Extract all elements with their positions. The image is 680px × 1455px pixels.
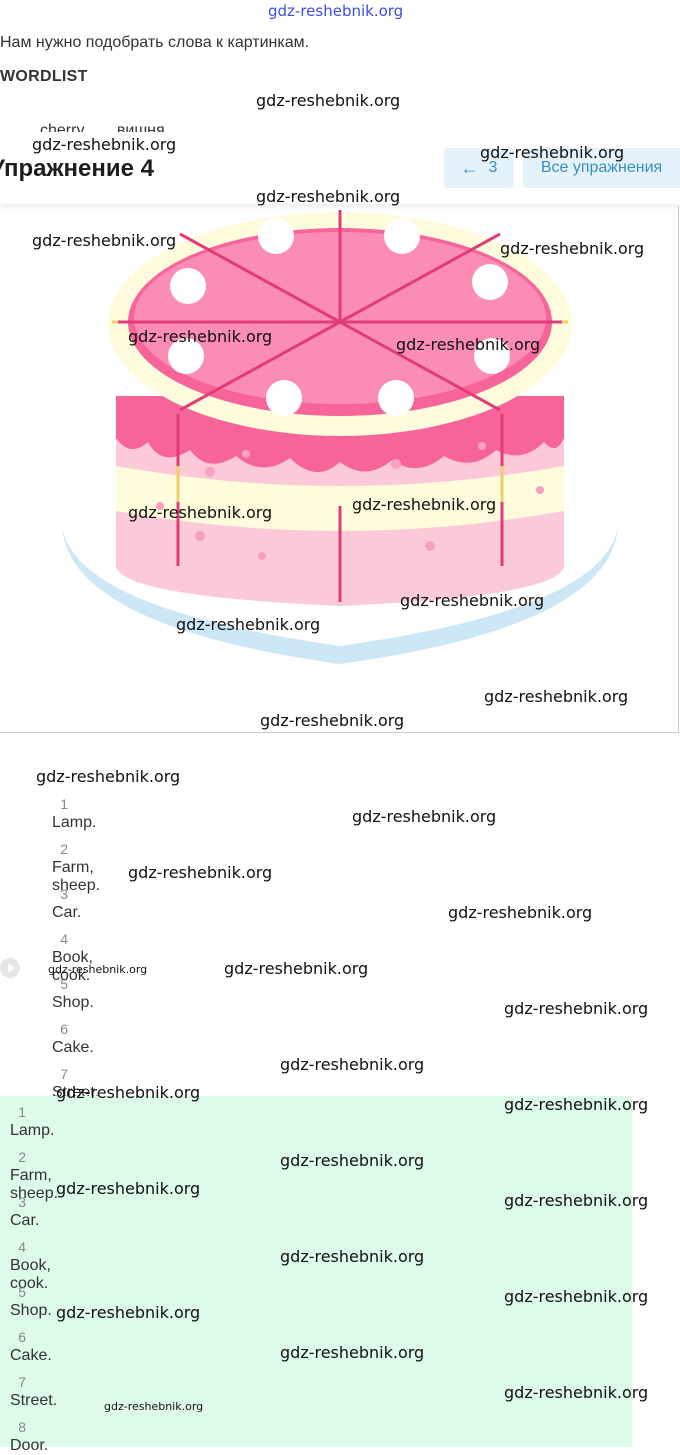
watermark: gdz-reshebnik.org	[504, 1287, 649, 1306]
list-item: 4Book, cook.	[10, 1239, 51, 1293]
wordlist-word: cherry	[40, 122, 85, 132]
page-title: Упражнение 4	[0, 155, 154, 182]
watermark: gdz-reshebnik.org	[480, 143, 625, 162]
prev-exercise-button[interactable]: ← 3	[444, 148, 514, 188]
watermark: gdz-reshebnik.org	[32, 231, 177, 250]
item-number: 4	[18, 1239, 26, 1255]
watermark: gdz-reshebnik.org	[280, 1151, 425, 1170]
watermark: gdz-reshebnik.org	[280, 1055, 425, 1074]
watermark: gdz-reshebnik.org	[128, 503, 273, 522]
watermark: gdz-reshebnik.org	[504, 1383, 649, 1402]
watermark: gdz-reshebnik.org	[48, 963, 148, 976]
watermark: gdz-reshebnik.org	[504, 1191, 649, 1210]
item-text: Shop.	[52, 994, 94, 1011]
cake-illustration	[0, 206, 679, 733]
item-text: Lamp.	[10, 1122, 55, 1139]
list-item: 1Lamp.	[52, 796, 96, 832]
list-item: 3Car.	[10, 1194, 39, 1230]
item-number: 5	[60, 976, 68, 992]
item-number: 7	[60, 1066, 68, 1082]
prev-exercise-label: 3	[488, 159, 498, 176]
item-number: 7	[18, 1374, 26, 1390]
item-text: Shop.	[10, 1302, 52, 1319]
exercise-header: Упражнение 4 ← 3 Все упражнения	[0, 140, 680, 204]
watermark: gdz-reshebnik.org	[280, 1247, 425, 1266]
list-item: 8Door.	[10, 1419, 48, 1455]
watermark: gdz-reshebnik.org	[352, 807, 497, 826]
list-item: 6Cake.	[52, 1021, 94, 1057]
list-item: 5Shop.	[52, 976, 94, 1012]
item-number: 8	[18, 1419, 26, 1435]
list-item: 2Farm, sheep.	[10, 1149, 58, 1203]
list-item: 4Book, cook.	[52, 931, 93, 985]
item-number: 6	[60, 1021, 68, 1037]
watermark: gdz-reshebnik.org	[104, 1400, 204, 1413]
watermark: gdz-reshebnik.org	[260, 711, 405, 730]
item-text: Door.	[10, 1437, 49, 1454]
watermark: gdz-reshebnik.org	[504, 1095, 649, 1114]
play-icon[interactable]	[0, 958, 20, 978]
item-number: 3	[18, 1194, 26, 1210]
item-number: 1	[60, 796, 68, 812]
watermark-top: gdz-reshebnik.org	[268, 2, 404, 20]
watermark: gdz-reshebnik.org	[448, 903, 593, 922]
cake-image	[62, 210, 618, 664]
watermark: gdz-reshebnik.org	[256, 187, 401, 206]
watermark: gdz-reshebnik.org	[128, 327, 273, 346]
item-text: Cake.	[10, 1347, 52, 1364]
watermark: gdz-reshebnik.org	[56, 1303, 201, 1322]
watermark: gdz-reshebnik.org	[484, 687, 629, 706]
item-text: Lamp.	[52, 814, 97, 831]
item-number: 2	[60, 841, 68, 857]
watermark: gdz-reshebnik.org	[128, 863, 273, 882]
wordlist-translation: вишня	[116, 122, 165, 132]
item-text: Book, cook.	[10, 1257, 51, 1292]
all-exercises-button[interactable]: Все упражнения	[523, 148, 680, 188]
watermark: gdz-reshebnik.org	[56, 1083, 201, 1102]
watermark: gdz-reshebnik.org	[224, 959, 369, 978]
watermark: gdz-reshebnik.org	[32, 135, 177, 154]
answer-panel	[0, 1096, 632, 1447]
watermark: gdz-reshebnik.org	[36, 767, 181, 786]
item-text: Book, cook.	[52, 949, 93, 984]
wordlist-label: WORDLIST	[0, 68, 88, 85]
wordlist-cut-row: cherry вишня	[40, 122, 193, 132]
watermark: gdz-reshebnik.org	[280, 1343, 425, 1362]
list-item: 1Lamp.	[10, 1104, 54, 1140]
item-number: 1	[18, 1104, 26, 1120]
item-number: 6	[18, 1329, 26, 1345]
watermark: gdz-reshebnik.org	[56, 1179, 201, 1198]
item-number: 3	[60, 886, 68, 902]
watermark: gdz-reshebnik.org	[400, 591, 545, 610]
watermark: gdz-reshebnik.org	[352, 495, 497, 514]
watermark: gdz-reshebnik.org	[176, 615, 321, 634]
watermark: gdz-reshebnik.org	[396, 335, 541, 354]
item-text: Car.	[52, 904, 82, 921]
watermark: gdz-reshebnik.org	[256, 91, 401, 110]
arrow-left-icon: ←	[460, 157, 479, 178]
item-text: Farm, sheep.	[10, 1167, 59, 1202]
item-number: 2	[18, 1149, 26, 1165]
item-text: Car.	[10, 1212, 40, 1229]
list-item: 6Cake.	[10, 1329, 52, 1365]
watermark: gdz-reshebnik.org	[504, 999, 649, 1018]
item-text: Street.	[10, 1392, 58, 1409]
item-text: Cake.	[52, 1039, 94, 1056]
item-number: 4	[60, 931, 68, 947]
item-text: Farm, sheep.	[52, 859, 101, 894]
list-item: 3Car.	[52, 886, 81, 922]
item-number: 5	[18, 1284, 26, 1300]
list-item: 5Shop.	[10, 1284, 52, 1320]
list-item: 7Street.	[10, 1374, 57, 1410]
intro-text: Нам нужно подобрать слова к картинкам.	[0, 34, 310, 51]
watermark: gdz-reshebnik.org	[500, 239, 645, 258]
list-item: 2Farm, sheep.	[52, 841, 100, 895]
